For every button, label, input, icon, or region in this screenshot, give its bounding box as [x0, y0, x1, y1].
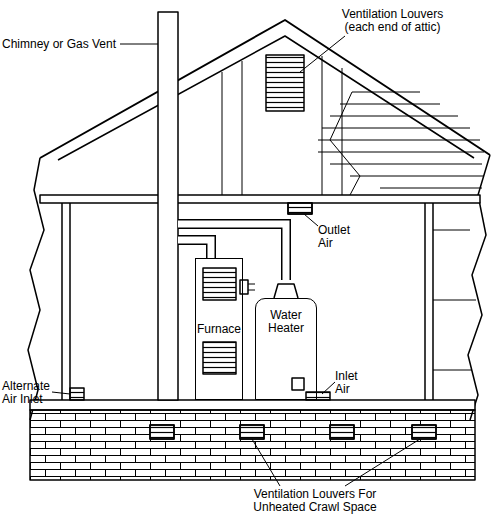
furnace-cabinet: Furnace [195, 258, 243, 400]
callout-label: Ventilation Louvers For Unheated Crawl S… [235, 488, 395, 514]
roof-line [58, 36, 474, 160]
water-heater-tank: Water Heater [255, 298, 317, 400]
leader-line [52, 36, 420, 486]
callout-label: Inlet Air [335, 370, 375, 396]
node-label: Water Heater [256, 309, 316, 335]
draft-hood [274, 284, 298, 298]
callout-label: Ventilation Louvers (each end of attic) [330, 8, 455, 34]
brick-foundation [30, 410, 475, 480]
furnace-louver [203, 342, 236, 374]
callout-label: Outlet Air [318, 224, 363, 250]
callout-label: Alternate Air Inlet [2, 380, 64, 406]
node-label: Furnace [196, 323, 242, 336]
gas-valve [240, 280, 248, 294]
callout-label: Chimney or Gas Vent [2, 38, 120, 51]
attic-louver [266, 55, 304, 111]
ceiling-joist [40, 195, 480, 203]
furnace-louver [203, 268, 236, 300]
stud [222, 56, 342, 195]
chimney [158, 12, 178, 400]
alternate-inlet-grille [70, 388, 84, 400]
heater-control [292, 378, 304, 390]
crawl-louver [150, 425, 436, 439]
inlet-grille [306, 392, 330, 400]
siding [433, 230, 476, 370]
outlet-grille [288, 203, 312, 214]
outlet-grille [288, 203, 312, 214]
floor-joist [30, 400, 475, 410]
siding [318, 92, 484, 195]
wall-stud [62, 203, 433, 400]
